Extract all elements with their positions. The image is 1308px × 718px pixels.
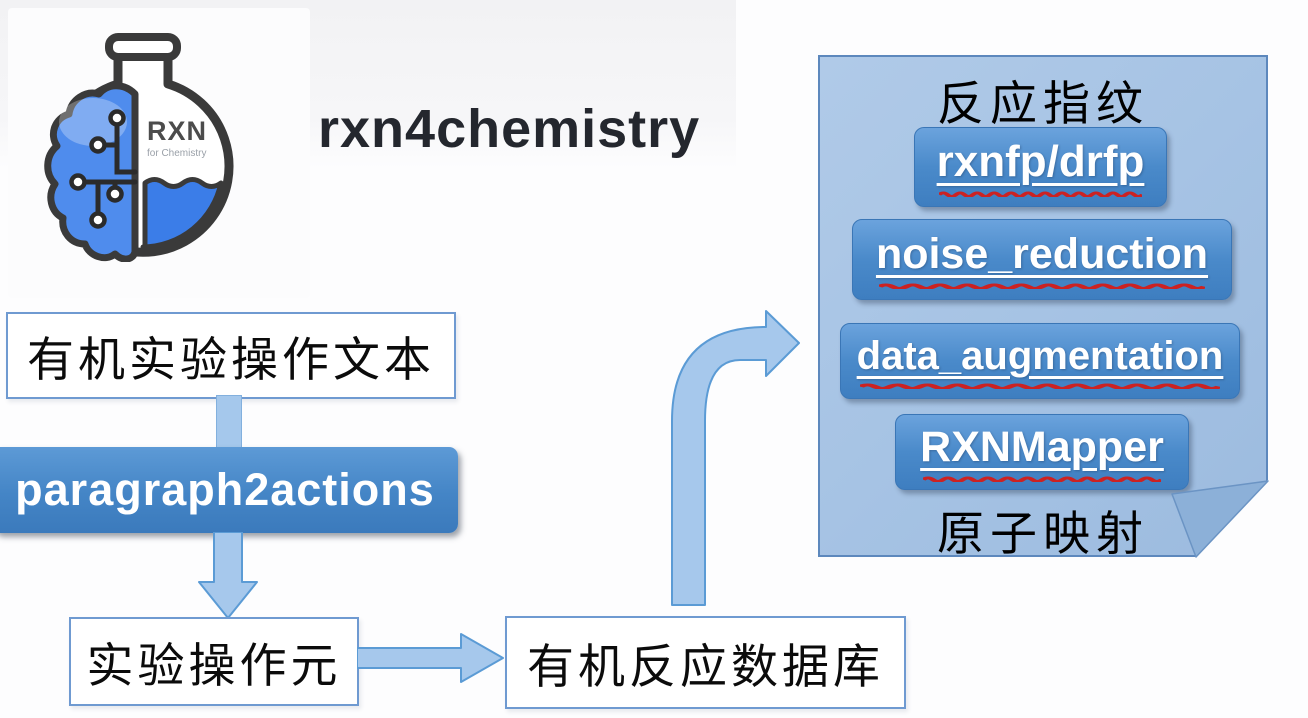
brain-highlight	[59, 98, 127, 146]
folded-corner-icon	[1171, 480, 1269, 558]
button-label: data_augmentation	[856, 333, 1224, 378]
flow-node-action-unit: 实验操作元	[69, 617, 359, 706]
panel-footer-label: 原子映射	[937, 507, 1149, 560]
button-label-wrap: rxnfp/drfp	[936, 137, 1145, 197]
button-label-wrap: noise_reduction	[876, 230, 1208, 289]
squiggle-underline-icon	[860, 383, 1220, 389]
page-title: rxn4chemistry	[318, 99, 701, 159]
flow-node-input-text-label: 有机实验操作文本	[27, 333, 435, 386]
flow-node-paragraph2actions: paragraph2actions	[0, 447, 458, 533]
flow-node-input-text: 有机实验操作文本	[6, 312, 456, 399]
squiggle-underline-icon	[938, 191, 1143, 197]
fingerprint-panel: 反应指纹 rxnfp/drfp noise_reduction data_aug…	[818, 55, 1268, 557]
button-label: noise_reduction	[875, 230, 1209, 278]
arrow-down-icon	[198, 532, 258, 619]
arrow-elbow-up-right-icon	[671, 310, 800, 606]
brain-shape	[44, 82, 139, 262]
button-label: rxnfp/drfp	[936, 137, 1145, 186]
squiggle-underline-icon	[922, 476, 1162, 482]
button-noise-reduction[interactable]: noise_reduction	[852, 219, 1232, 300]
arrow-right-icon	[357, 633, 504, 683]
flask-lip	[105, 33, 181, 61]
circuit-nodes	[69, 109, 126, 229]
logo-text-sub: for Chemistry	[147, 148, 206, 159]
button-data-augmentation[interactable]: data_augmentation	[840, 323, 1240, 399]
flow-node-database: 有机反应数据库	[505, 616, 906, 709]
panel-title: 反应指纹	[937, 77, 1149, 130]
rxn-flask-brain-logo-icon: RXN for Chemistry	[44, 33, 234, 262]
button-rxnfp-drfp[interactable]: rxnfp/drfp	[914, 127, 1167, 207]
squiggle-underline-icon	[879, 283, 1205, 289]
paragraph2actions-label: paragraph2actions	[15, 464, 435, 515]
flow-node-database-label: 有机反应数据库	[527, 640, 884, 693]
connector-line	[216, 395, 242, 448]
button-label-wrap: data_augmentation	[856, 333, 1224, 389]
button-rxnmapper[interactable]: RXNMapper	[895, 414, 1189, 490]
logo-text-main: RXN	[147, 116, 207, 146]
button-label: RXNMapper	[920, 422, 1164, 471]
flow-node-action-unit-label: 实验操作元	[86, 639, 342, 692]
button-label-wrap: RXNMapper	[920, 423, 1164, 482]
flask-liquid	[140, 177, 224, 250]
